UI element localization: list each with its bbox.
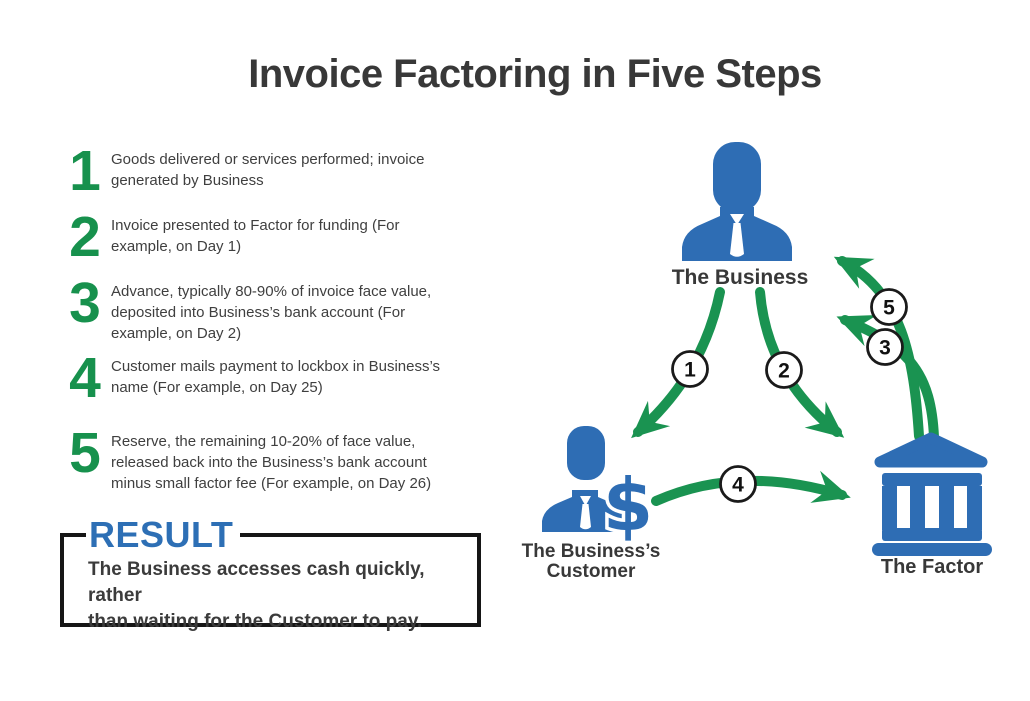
step-item-5: 5 Reserve, the remaining 10-20% of face …: [63, 421, 473, 494]
arrow-1-badge: 1: [671, 350, 709, 388]
arrow-2-badge: 2: [765, 351, 803, 389]
svg-text:2: 2: [778, 360, 790, 383]
svg-text:3: 3: [879, 337, 891, 360]
tie-icon: [580, 496, 591, 506]
page-title: Invoice Factoring in Five Steps: [248, 52, 822, 96]
factor-node-label: The Factor: [880, 556, 984, 578]
step-item-3: 3 Advance, typically 80-90% of invoice f…: [63, 271, 473, 344]
step-item-4: 4 Customer mails payment to lockbox in B…: [63, 346, 473, 410]
step-description-5: Reserve, the remaining 10-20% of face va…: [111, 433, 432, 492]
arrow-5-factor-to-business: [833, 256, 924, 441]
step-item-2: 2 Invoice presented to Factor for fundin…: [63, 205, 473, 269]
step-number-2: 2: [69, 205, 101, 269]
svg-text:1: 1: [684, 359, 696, 382]
step-description-4: Customer mails payment to lockbox in Bus…: [111, 358, 441, 396]
arrow-5-badge: 5: [870, 288, 908, 326]
arrow-4-badge: 4: [719, 465, 757, 503]
step-description-2: Invoice presented to Factor for funding …: [111, 217, 400, 255]
bank-icon: [872, 432, 992, 556]
factoring-flow-diagram: $ 1 2 5: [542, 142, 992, 556]
customer-person-icon: $: [542, 426, 657, 551]
svg-text:4: 4: [732, 474, 744, 497]
arrow-3-badge: 3: [866, 328, 904, 366]
step-number-3: 3: [69, 271, 101, 335]
step-description-1: Goods delivered or services performed; i…: [111, 151, 425, 189]
step-number-4: 4: [69, 346, 101, 410]
step-number-1: 1: [69, 139, 101, 203]
arrow-badges: 1 2 5 3 4: [671, 288, 908, 503]
svg-text:5: 5: [883, 297, 895, 320]
step-number-5: 5: [69, 421, 101, 485]
tie-icon: [730, 214, 744, 225]
result-box: RESULT The Business accesses cash quickl…: [60, 516, 481, 632]
business-person-icon: [682, 142, 792, 261]
step-item-1: 1 Goods delivered or services performed;…: [63, 139, 473, 203]
business-node-label: The Business: [671, 266, 809, 289]
result-label: RESULT: [86, 516, 241, 554]
step-description-3: Advance, typically 80-90% of invoice fac…: [111, 283, 432, 342]
customer-node-label: The Business’s Customer: [521, 541, 661, 582]
dollar-icon: $: [603, 463, 653, 547]
result-text: The Business accesses cash quickly, rath…: [88, 559, 425, 632]
